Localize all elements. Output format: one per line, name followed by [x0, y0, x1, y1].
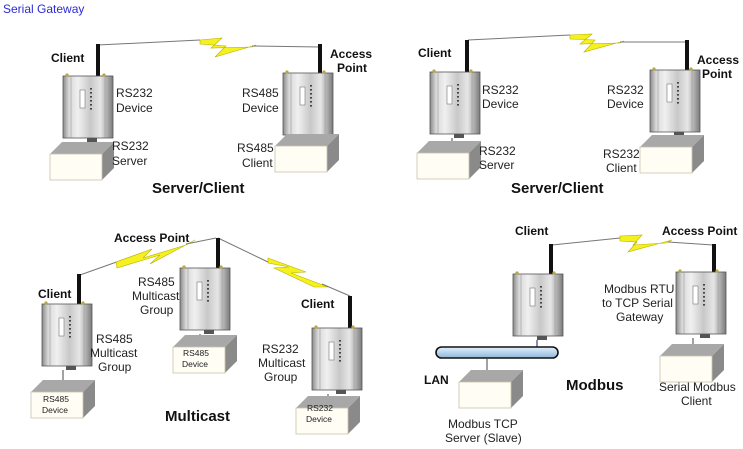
ap-device-icon — [649, 66, 701, 137]
host-box-icon — [458, 369, 524, 409]
ap-device-icon — [675, 268, 727, 339]
access-point-label: Access Point — [114, 231, 189, 245]
client-device-icon — [512, 270, 564, 341]
ap-device-icon — [179, 264, 231, 335]
host-label-line2: Client — [242, 156, 273, 170]
server-label-line1: Modbus TCP — [448, 417, 518, 431]
lightning-bolt-icon — [115, 239, 196, 269]
lightning-bolt-icon — [619, 234, 673, 253]
host-label-line1: RS232 — [479, 144, 516, 158]
gateway-label-line3: Gateway — [616, 310, 663, 324]
access-point-label-line2: Point — [337, 61, 367, 75]
host-box-icon — [659, 343, 725, 383]
gateway-label-line2: to TCP Serial — [602, 296, 673, 310]
antenna-icon — [712, 244, 716, 272]
antenna-icon — [96, 44, 100, 76]
ap-device-icon — [282, 69, 334, 140]
serial-client-label-line1: Serial Modbus — [659, 380, 736, 394]
device-label-line2: Device — [607, 97, 644, 111]
serial-client-label-line2: Client — [681, 394, 712, 408]
antenna-icon — [549, 244, 553, 274]
host-label-line1: RS232 — [603, 147, 640, 161]
box-label-line1: RS485 — [43, 394, 69, 404]
group-label-line3: Group — [140, 303, 174, 317]
antenna-icon — [77, 274, 81, 304]
lightning-bolt-icon — [267, 257, 329, 288]
device-label-line2: Device — [482, 97, 519, 111]
lan-bus — [435, 346, 559, 359]
client-label: Client — [418, 46, 451, 60]
group-label-line3: Group — [98, 360, 132, 374]
host-box-icon — [49, 141, 115, 181]
panel-server-client-1: Client Access Point RS232 Device RS232 S… — [49, 37, 372, 197]
box-label-line2: Device — [182, 359, 208, 369]
device-label-line1: RS232 — [482, 83, 519, 97]
host-label-line2: Client — [606, 161, 637, 175]
panel-caption: Modbus — [566, 377, 624, 394]
lan-label: LAN — [424, 373, 449, 387]
client-label: Client — [51, 51, 84, 65]
antenna-icon — [685, 40, 689, 70]
server-label-line2: Server (Slave) — [445, 431, 522, 445]
panel-caption: Server/Client — [511, 180, 604, 197]
group-label-line3: Group — [264, 370, 298, 384]
box-label-line1: RS485 — [183, 348, 209, 358]
gateway-label-line1: Modbus RTU — [604, 282, 674, 296]
device-label-line1: RS485 — [242, 86, 279, 100]
panel-modbus: Client Access Point LAN Modbus RTU to TC… — [424, 224, 737, 445]
group-label-line1: RS485 — [96, 332, 133, 346]
host-box-icon — [416, 140, 482, 180]
host-box-icon — [274, 133, 340, 173]
client-device-icon — [62, 72, 114, 143]
access-point-label-line1: Access — [697, 53, 739, 67]
panel-multicast: Access Point Client Client RS485 Multica… — [30, 231, 363, 435]
client-label: Client — [38, 287, 71, 301]
access-point-label-line1: Access — [330, 47, 372, 61]
client-device-icon — [429, 68, 481, 139]
client-device-icon — [311, 324, 363, 395]
device-label-line2: Device — [242, 101, 279, 115]
group-label-line1: RS485 — [138, 275, 175, 289]
host-label-line2: Server — [479, 158, 514, 172]
group-label-line2: Multicast — [258, 356, 306, 370]
host-box-icon — [639, 134, 705, 174]
box-label-line1: Device — [42, 405, 68, 415]
lightning-bolt-icon — [569, 33, 625, 53]
panel-server-client-2: Client Access Point RS232 Device RS232 S… — [416, 33, 739, 197]
client-label: Client — [515, 224, 548, 238]
device-label-line1: RS232 — [607, 83, 644, 97]
antenna-icon — [318, 44, 322, 73]
antenna-icon — [465, 40, 469, 72]
antenna-icon — [216, 238, 220, 268]
panel-caption: Server/Client — [152, 180, 245, 197]
box-label-line2: Device — [306, 414, 332, 424]
client-device-icon — [41, 300, 93, 371]
host-label-line1: RS232 — [112, 139, 149, 153]
panel-caption: Multicast — [165, 408, 230, 425]
page-title: Serial Gateway — [3, 2, 85, 16]
client-label: Client — [301, 297, 334, 311]
host-label-line1: RS485 — [237, 141, 274, 155]
box-label-line1: RS232 — [307, 403, 333, 413]
antenna-icon — [348, 296, 352, 328]
device-label-line2: Device — [116, 101, 153, 115]
access-point-label: Access Point — [662, 224, 737, 238]
group-label-line2: Multicast — [90, 346, 138, 360]
lightning-bolt-icon — [199, 37, 257, 58]
device-label-line1: RS232 — [116, 86, 153, 100]
wireless-link-line — [97, 39, 201, 46]
access-point-label-line2: Point — [702, 67, 732, 81]
host-label-line2: Server — [112, 154, 147, 168]
group-label-line1: RS232 — [262, 342, 299, 356]
group-label-line2: Multicast — [132, 289, 180, 303]
